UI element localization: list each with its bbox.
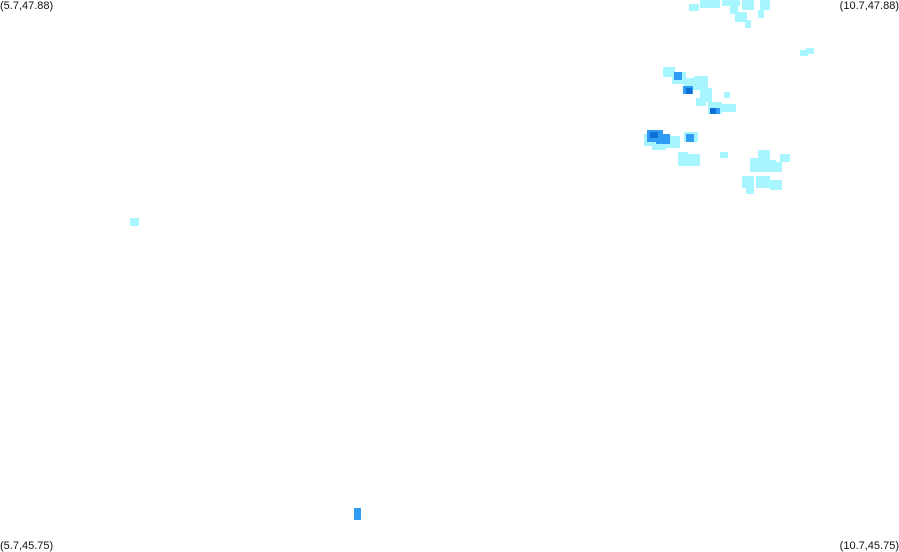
corner-label-top-left: (5.7,47.88) (0, 0, 54, 12)
precip-cell-light (745, 20, 751, 28)
precip-cell-light (800, 50, 808, 56)
precip-cell-strong (686, 88, 692, 94)
precip-cell-medium (686, 134, 694, 142)
precip-cell-light (756, 176, 770, 188)
precip-cell-light (686, 154, 700, 166)
precip-cell-light (742, 176, 754, 188)
precip-cell-light (750, 158, 764, 172)
precip-cell-light (720, 104, 736, 112)
precip-cell-light (678, 152, 688, 166)
precip-cell-light (724, 92, 730, 98)
precip-cell-medium (656, 134, 670, 144)
precip-cell-light (770, 162, 782, 172)
precip-cell-light (720, 152, 728, 158)
precip-cell-light (652, 142, 666, 150)
precip-cell-light (663, 67, 675, 77)
corner-label-top-right: (10.7,47.88) (839, 0, 899, 12)
precip-cell-medium (674, 72, 682, 80)
precip-cell-light (700, 0, 720, 8)
precip-cell-light (742, 0, 754, 10)
precip-cell-light (730, 6, 738, 14)
corner-label-bottom-right: (10.7,45.75) (839, 540, 899, 552)
precip-cell-light (746, 186, 754, 194)
precip-cell-light (780, 154, 790, 162)
precip-cell-light (758, 150, 770, 160)
precip-cell-light (770, 180, 782, 190)
precip-cell-light (722, 0, 740, 6)
precip-cell-light (689, 4, 699, 11)
precip-cell-strong (710, 108, 716, 114)
precip-cell-light (760, 0, 770, 10)
corner-label-bottom-left: (5.7,45.75) (0, 540, 54, 552)
precip-cell-light (694, 76, 708, 90)
precip-cell-light (735, 12, 747, 22)
precip-cell-light (696, 98, 706, 106)
precip-cell-strong (650, 132, 658, 138)
precip-cell-light (758, 10, 764, 18)
precip-cell-light (130, 218, 139, 226)
precip-cell-medium (354, 508, 361, 520)
precip-cell-light (806, 48, 814, 54)
